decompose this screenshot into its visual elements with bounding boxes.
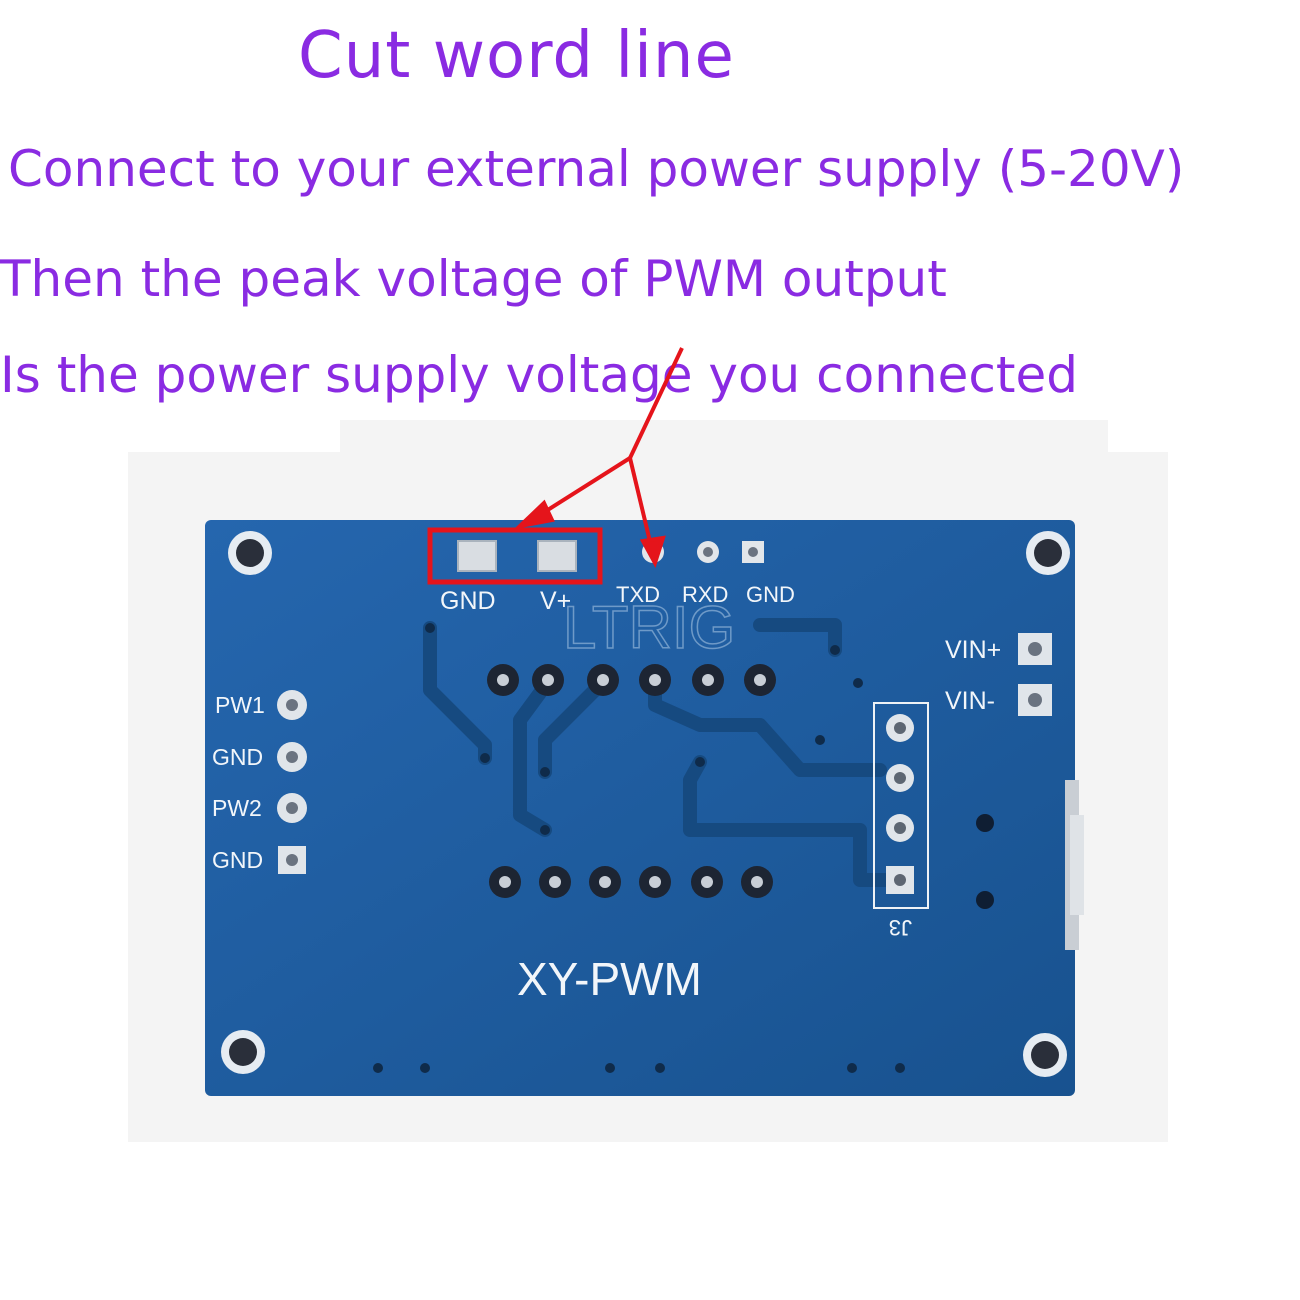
label-vin-plus: VIN+	[945, 636, 1001, 664]
vin-pads	[1018, 633, 1052, 716]
label-rxd: RXD	[682, 582, 728, 607]
label-gnd-left-1: GND	[212, 744, 263, 770]
caption-peak-voltage: Then the peak voltage of PWM output	[0, 250, 947, 308]
mounting-holes	[221, 531, 1070, 1077]
caption-supply-voltage: Is the power supply voltage you connecte…	[0, 346, 1078, 404]
vin-labels: VIN+ VIN-	[945, 636, 1001, 715]
label-gnd-top-2: GND	[746, 582, 795, 607]
pcb-traces	[423, 618, 902, 887]
highlight-box	[427, 527, 603, 585]
label-j3: J3	[889, 915, 912, 940]
j3-header	[873, 702, 929, 909]
side-connector	[976, 780, 1084, 950]
caption-connect-power: Connect to your external power supply (5…	[8, 140, 1185, 198]
watermark-logo: LTRIG	[563, 594, 735, 661]
label-vplus: V+	[540, 587, 571, 615]
label-pw2: PW2	[212, 795, 262, 821]
label-gnd-left-2: GND	[212, 847, 263, 873]
label-pw1: PW1	[215, 692, 265, 718]
annotation-arrows	[513, 347, 684, 569]
vias	[373, 623, 905, 1073]
label-vin-minus: VIN-	[945, 687, 995, 715]
left-pin-labels: PW1 GND PW2 GND	[212, 692, 265, 873]
bottom-header-pins	[489, 866, 773, 898]
label-gnd-top: GND	[440, 587, 496, 615]
caption-cut-word-line: Cut word line	[298, 19, 735, 93]
label-txd: TXD	[616, 582, 660, 607]
top-pin-labels: GND V+ TXD RXD GND	[440, 582, 795, 615]
left-pin-header	[277, 690, 307, 874]
pcb-board	[205, 520, 1075, 1096]
top-header-pins	[487, 664, 776, 696]
board-model-label: XY-PWM	[517, 953, 702, 1005]
